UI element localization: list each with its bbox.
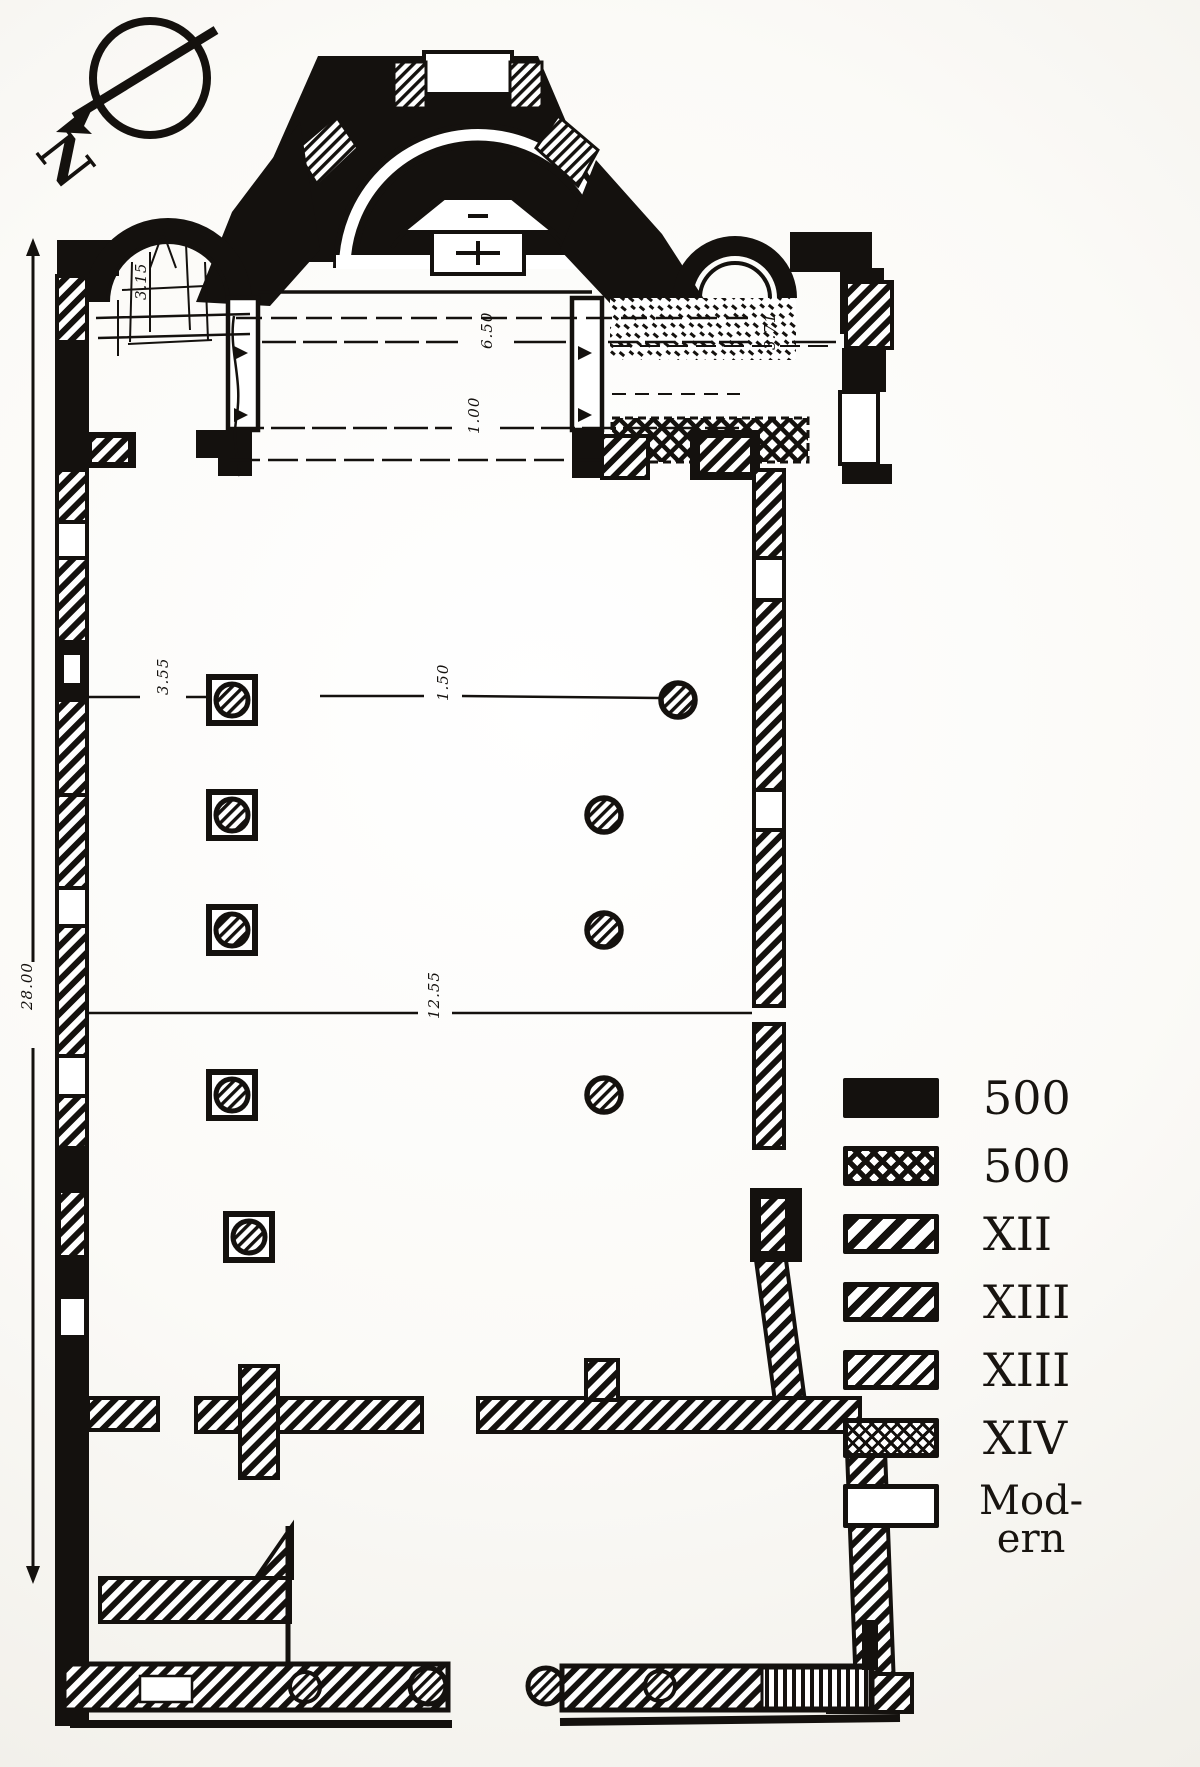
- dim-north-chapel-altar: 3.15: [132, 263, 150, 300]
- legend-row-xiii-b: XIII: [843, 1343, 1193, 1397]
- south-chapel-apse: [560, 160, 872, 464]
- column-round: [584, 1075, 624, 1115]
- legend: 500 500 XII XIII XIII XIV Mod- ern: [843, 1071, 1193, 1559]
- rubble-zone: [610, 298, 796, 360]
- dim-south-chapel: 3.71: [761, 313, 779, 350]
- legend-row-xii: XII: [843, 1207, 1193, 1261]
- column-square: [206, 674, 258, 726]
- compass-label: N: [23, 120, 107, 201]
- central-apse: [250, 50, 623, 276]
- chancel-floor-lines: [230, 290, 836, 462]
- legend-row-500-crosshatch: 500: [843, 1139, 1193, 1193]
- facade-column: [407, 1665, 449, 1707]
- nave-colonnades: [206, 674, 698, 1263]
- legend-label: XIII: [983, 1275, 1071, 1329]
- legend-swatch-diagonal: [843, 1282, 939, 1322]
- facade-column: [643, 1669, 677, 1703]
- column-square: [206, 904, 258, 956]
- legend-label: XIV: [983, 1411, 1068, 1465]
- dim-aisle-bay: 3.55: [154, 658, 172, 695]
- legend-row-500-solid: 500: [843, 1071, 1193, 1125]
- legend-swatch-diagonal-thin: [843, 1350, 939, 1390]
- legend-row-xiv: XIV: [843, 1411, 1193, 1465]
- dim-nave-width: 12.55: [425, 971, 443, 1019]
- column-square: [206, 789, 258, 841]
- facade-column: [288, 1670, 322, 1704]
- facade-column: [525, 1665, 567, 1707]
- column-square: [223, 1211, 275, 1263]
- column-round: [658, 680, 698, 720]
- chancel-piers: [225, 295, 605, 433]
- column-round: [584, 795, 624, 835]
- legend-row-modern: Mod- ern: [843, 1481, 1193, 1559]
- legend-label: Mod- ern: [979, 1478, 1084, 1562]
- legend-label: 500: [983, 1071, 1071, 1125]
- narthex-walls: [86, 1358, 914, 1714]
- dim-chancel-width: 6.50: [478, 312, 496, 349]
- apse-window: [422, 50, 514, 96]
- legend-swatch-fine-crosshatch: [843, 1418, 939, 1458]
- compass-north-arrow: N: [23, 17, 219, 201]
- dim-overall-length: 28.00: [18, 962, 36, 1011]
- dim-chancel-step: 1.00: [465, 397, 483, 434]
- altar: [390, 196, 566, 276]
- legend-swatch-crosshatch: [843, 1146, 939, 1186]
- compass-arrowhead: [56, 100, 96, 134]
- dim-colonnade-gap: 1.50: [434, 664, 452, 701]
- north-wall: [55, 274, 89, 1726]
- legend-label: XIII: [983, 1343, 1071, 1397]
- south-wall: [750, 468, 811, 1426]
- column-square: [206, 1069, 258, 1121]
- dimension-lines: [26, 238, 836, 1584]
- south-chapel-east-wall: [838, 268, 894, 484]
- north-chapel-apse: [57, 122, 320, 306]
- legend-swatch-empty: [843, 1484, 939, 1528]
- legend-swatch-solid-black: [843, 1078, 939, 1118]
- legend-label: XII: [983, 1207, 1053, 1261]
- legend-row-xiii-a: XIII: [843, 1275, 1193, 1329]
- north-chapel-altar-remains: [95, 229, 251, 477]
- column-round: [584, 910, 624, 950]
- west-facade: [61, 1620, 901, 1728]
- legend-label: 500: [983, 1139, 1071, 1193]
- dimension-labels: 6.50 3.71 1.00 3.15 3.55 1.50 12.55 28.0…: [18, 263, 779, 1019]
- legend-swatch-diagonal-bold: [843, 1214, 939, 1254]
